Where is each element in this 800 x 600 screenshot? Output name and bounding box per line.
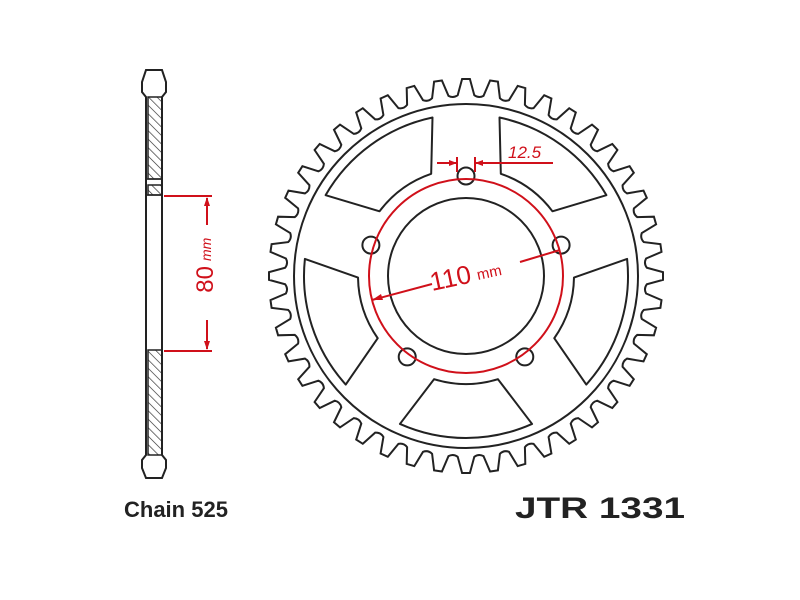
sprocket-front-view — [268, 78, 664, 474]
window-cutout — [553, 257, 629, 386]
part-number: JTR 1331 — [515, 492, 685, 525]
chain-label: Chain 525 — [124, 497, 228, 522]
window-cutout — [324, 116, 434, 213]
bolt-hole — [456, 166, 476, 186]
sprocket-teeth-outline — [268, 78, 664, 474]
hub-diameter-value: 80 — [192, 266, 219, 293]
pcd-circle — [368, 178, 564, 374]
profile-outline — [141, 69, 167, 479]
window-cutout — [498, 116, 608, 213]
pcd-dimension: 110 mm — [371, 249, 561, 301]
lightening-windows — [303, 116, 629, 439]
hatched-section-top — [147, 96, 163, 180]
bolt-hole — [515, 347, 535, 367]
bolt-hole-dimension: 12.5 — [437, 143, 553, 172]
hub-diameter-unit: mm — [198, 237, 214, 261]
window-cutout — [398, 378, 534, 439]
inner-ring-outer — [293, 103, 639, 449]
pcd-value: 110 — [427, 259, 474, 297]
center-bore — [387, 197, 545, 355]
hub-diameter-dimension: 80 mm — [164, 195, 219, 352]
side-profile — [141, 69, 167, 479]
bolt-hole-label: 12.5 — [508, 143, 542, 162]
hatched-section-bottom — [147, 349, 163, 456]
bolt-hole — [397, 347, 417, 367]
hatched-section-small — [147, 184, 163, 196]
pcd-unit: mm — [475, 262, 503, 284]
window-cutout — [303, 257, 379, 386]
